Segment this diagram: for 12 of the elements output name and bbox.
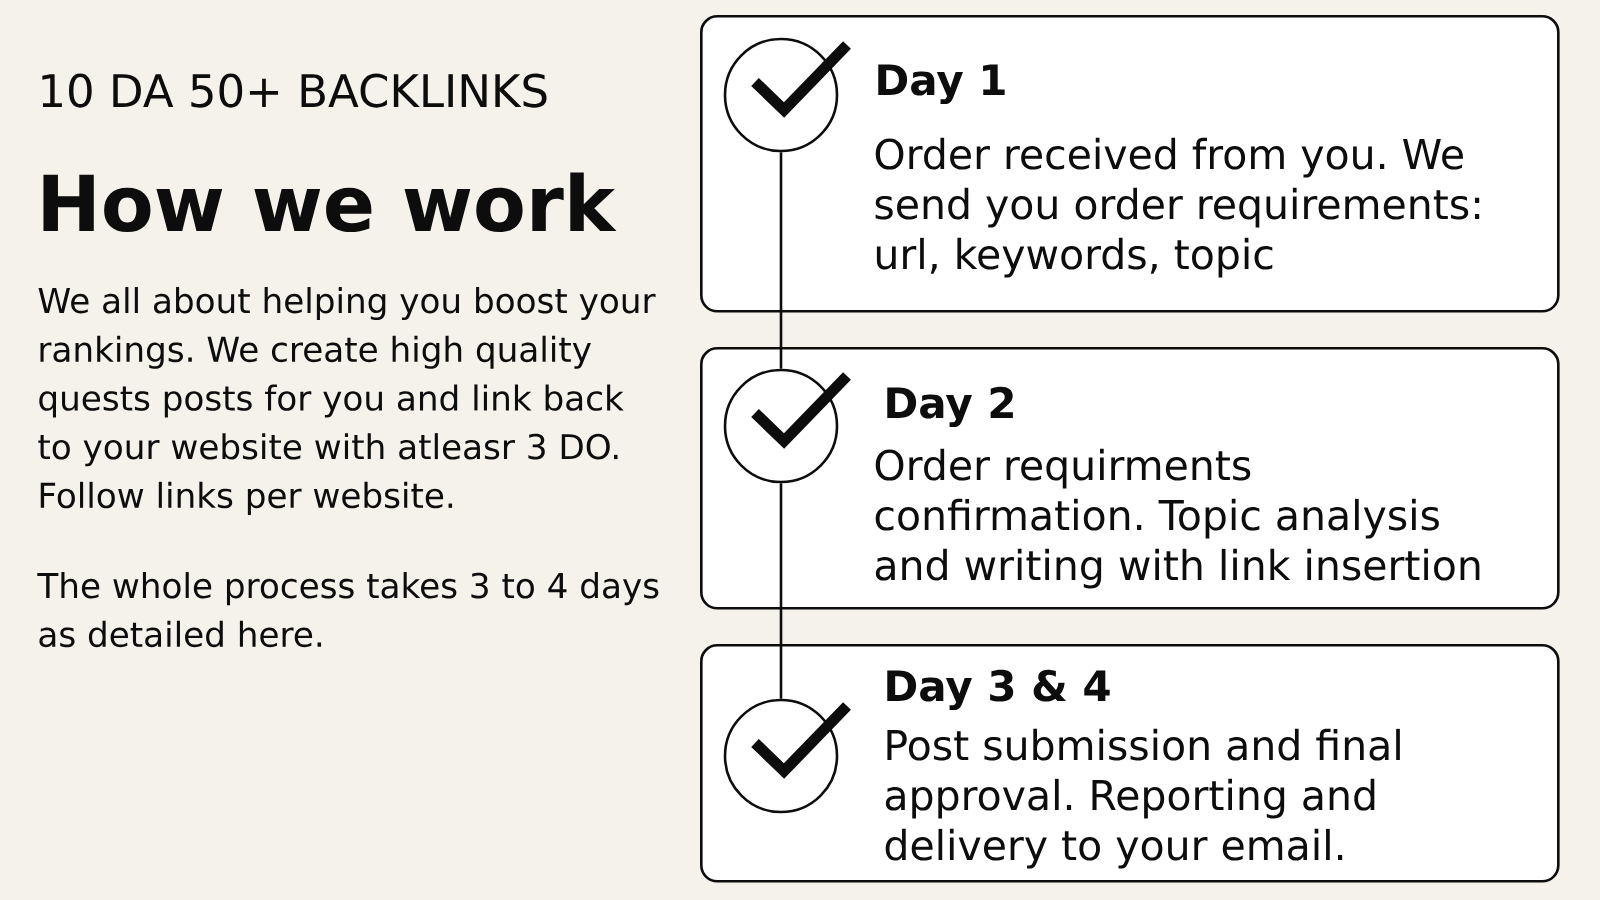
title: How we work	[43, 172, 617, 233]
step-description: Order received from you. We send you order requirements: url, keywords, topic	[875, 137, 1480, 278]
day-heading: Day 1	[878, 64, 1005, 105]
step-description: Order requirments confirmation. Topic analysis and writing with link insertion	[875, 448, 1480, 589]
day-heading: Day 2	[887, 386, 1013, 428]
step-description: Post submission and final approval. Reporting and delivery to your email.	[885, 728, 1400, 869]
connector-line	[779, 152, 783, 369]
intro-paragraph: We all about helping you boost your rankings. We create high quality quests posts for you and link back to your website with atleasr 3 DO. Follow links per website.	[38, 287, 656, 515]
note-paragraph: The whole process takes 3 to 4 days as detailed here.	[37, 572, 659, 648]
day-heading: Day 3 & 4	[887, 669, 1110, 711]
subheading: 10 DA 50+ BACKLINKS	[42, 73, 547, 108]
connector-line	[779, 483, 783, 699]
